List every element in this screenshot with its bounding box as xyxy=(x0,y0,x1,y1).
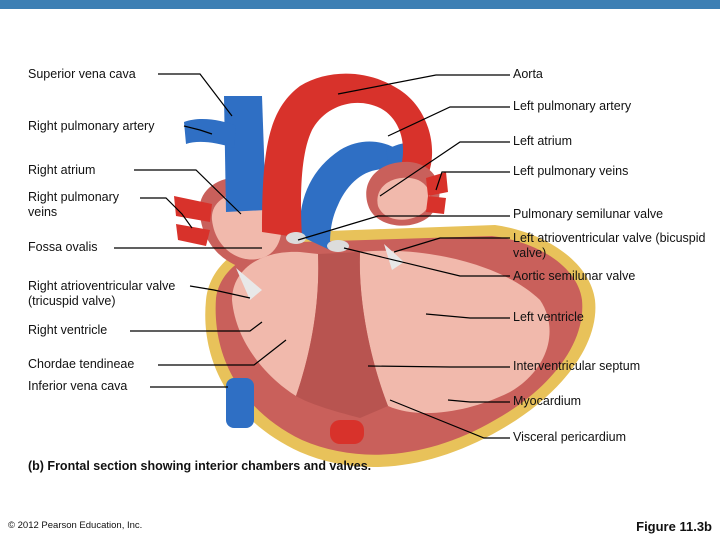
leader-left-atrium xyxy=(379,141,510,197)
label-chordae-tendineae: Chordae tendineae xyxy=(28,357,135,371)
figure-number: Figure 11.3b xyxy=(636,519,712,534)
label-pulmonary-semilunar-valve: Pulmonary semilunar valve xyxy=(513,207,664,221)
label-fossa-ovalis: Fossa ovalis xyxy=(28,240,98,254)
figure-caption: (b) Frontal section showing interior cha… xyxy=(28,459,372,473)
label-superior-vena-cava: Superior vena cava xyxy=(28,67,136,81)
label-aorta: Aorta xyxy=(513,67,543,81)
label-left-ventricle: Left ventricle xyxy=(513,310,584,324)
pulmonary-semilunar-valve xyxy=(286,232,306,244)
left-ventricle-cavity xyxy=(359,250,550,414)
leader-myocardium xyxy=(447,399,510,403)
aortic-semilunar-valve xyxy=(327,240,349,252)
leader-right-av-valve xyxy=(189,285,251,299)
leader-lines-left xyxy=(114,73,287,388)
label-right-ventricle: Right ventricle xyxy=(28,323,108,337)
tricuspid-valve xyxy=(236,268,262,300)
leader-visceral-pericardium xyxy=(389,399,510,439)
leader-left-pulmonary-veins xyxy=(435,171,510,191)
label-right-atrium: Right atrium xyxy=(28,163,96,177)
leader-right-ventricle xyxy=(130,321,263,332)
pulmonary-trunk xyxy=(299,141,395,250)
label-aortic-semilunar-valve: Aortic semilunar valve xyxy=(513,269,636,283)
label-myocardium: Myocardium xyxy=(513,394,582,408)
leader-right-pulmonary-artery xyxy=(183,125,213,135)
leader-right-pulmonary-veins xyxy=(140,197,193,229)
leader-chordae-tendineae xyxy=(158,339,287,366)
leader-left-av-valve xyxy=(393,237,510,253)
leader-aortic-semilunar-valve xyxy=(343,247,510,277)
top-accent-bar xyxy=(0,0,720,9)
leader-superior-vena-cava xyxy=(158,73,233,117)
label-visceral-pericardium: Visceral pericardium xyxy=(513,430,627,444)
label-left-av-valve: Left atrioventricular valve (bicuspid va… xyxy=(513,231,706,260)
label-right-av-valve: Right atrioventricular valve (tricuspid … xyxy=(28,279,176,308)
leader-right-atrium xyxy=(134,169,242,215)
label-interventricular-septum: Interventricular septum xyxy=(513,359,641,373)
interventricular-septum xyxy=(296,252,388,418)
leader-interventricular-septum xyxy=(367,365,510,368)
left-pulmonary-veins xyxy=(426,172,448,214)
label-right-pulmonary-artery: Right pulmonary artery xyxy=(28,119,155,133)
bicuspid-valve xyxy=(384,244,404,270)
leader-left-ventricle xyxy=(425,313,510,319)
copyright-notice: © 2012 Pearson Education, Inc. xyxy=(8,520,143,531)
label-left-atrium: Left atrium xyxy=(513,134,573,148)
label-left-pulmonary-veins: Left pulmonary veins xyxy=(513,164,629,178)
label-inferior-vena-cava: Inferior vena cava xyxy=(28,379,128,393)
leader-lines-right xyxy=(297,74,510,439)
leader-aorta xyxy=(337,74,510,95)
inferior-vena-cava xyxy=(226,378,254,428)
leader-pulmonary-semilunar-valve xyxy=(297,215,510,241)
right-pulmonary-veins xyxy=(174,196,212,246)
aorta xyxy=(262,73,433,238)
descending-aorta xyxy=(330,420,364,444)
label-left-pulmonary-artery: Left pulmonary artery xyxy=(513,99,632,113)
superior-vena-cava xyxy=(224,96,266,212)
label-right-pulmonary-veins: Right pulmonary veins xyxy=(28,190,120,219)
leader-left-pulmonary-artery xyxy=(387,106,510,137)
